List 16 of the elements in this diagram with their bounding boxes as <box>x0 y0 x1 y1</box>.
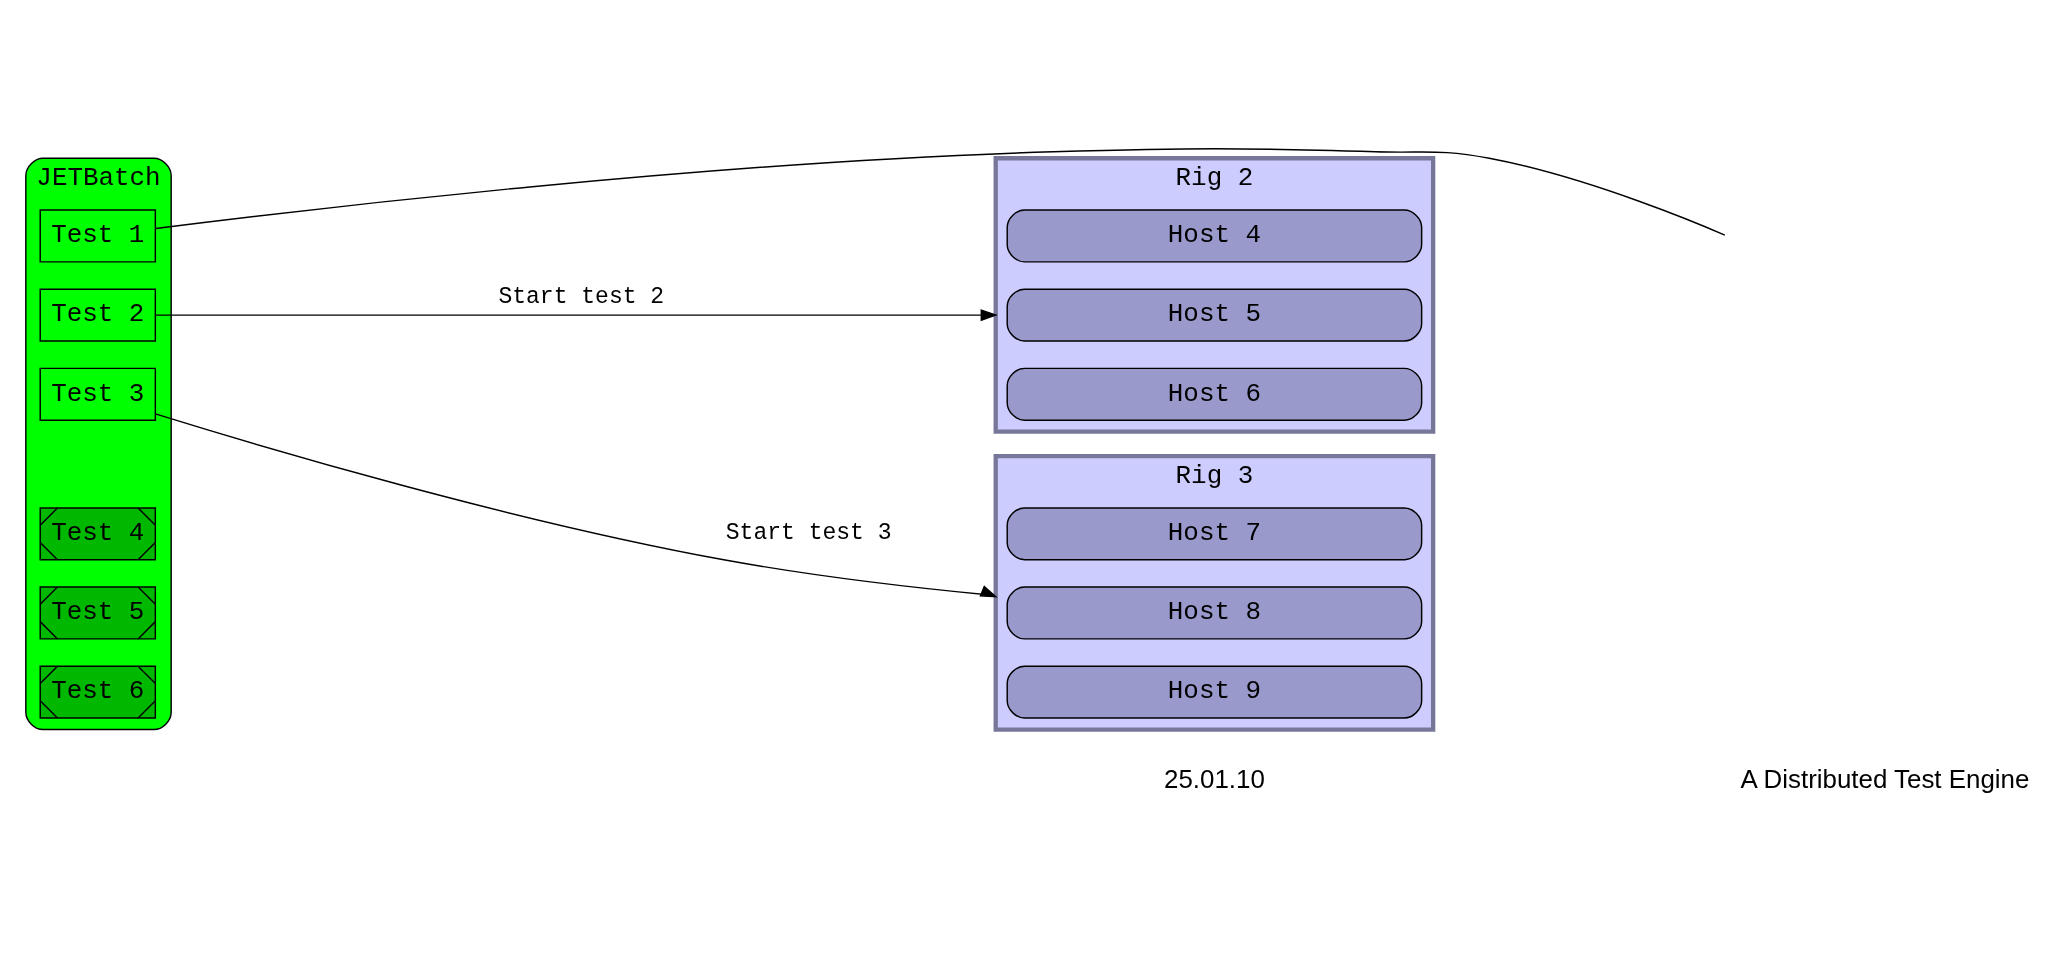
node-box: Host 4 <box>1006 208 1423 263</box>
label: A Distributed Test Engine <box>1740 764 2030 793</box>
arrow <box>154 308 998 321</box>
node-box: Host 5 <box>1006 288 1423 342</box>
connector <box>155 147 1726 236</box>
arrow <box>154 412 998 597</box>
node-box: Host 8 <box>1006 585 1423 640</box>
node-box: Test 1 <box>39 208 157 263</box>
label: 25.01.10 <box>1164 764 1265 793</box>
edge-label: Start test 2 <box>498 283 665 310</box>
node-box: Host 9 <box>1006 665 1423 719</box>
node-box: Test 2 <box>39 288 157 342</box>
edge-label: Start test 3 <box>725 519 892 546</box>
node-box: Host 7 <box>1006 506 1423 560</box>
node-box: Test 3 <box>39 367 157 421</box>
node-box: Host 6 <box>1006 367 1423 421</box>
